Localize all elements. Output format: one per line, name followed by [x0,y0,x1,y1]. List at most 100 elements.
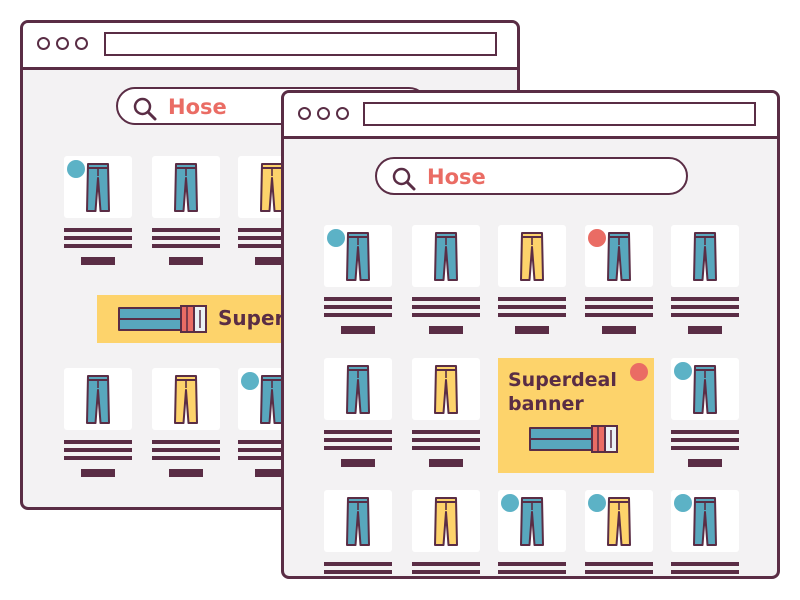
front-banner-line1: Superdeal [508,369,617,391]
front-window-dot-1[interactable] [298,107,311,120]
product-badge [327,229,345,247]
product-thumbnail[interactable] [152,156,220,218]
front-product-card[interactable] [671,225,739,335]
product-thumbnail[interactable] [498,225,566,287]
back-window-dot-1[interactable] [37,37,50,50]
front-search-query: Hose [427,165,486,189]
product-thumbnail[interactable] [412,225,480,287]
product-thumbnail[interactable] [324,358,392,420]
product-title-line [671,446,739,450]
product-title-line [324,305,392,309]
product-title-line [498,578,566,579]
product-title-line [412,578,480,579]
product-title-line [671,570,739,574]
product-badge [501,494,519,512]
product-title-line [671,313,739,317]
product-thumbnail[interactable] [412,490,480,552]
pants-icon [434,365,458,414]
product-thumbnail[interactable] [324,490,392,552]
back-window-dot-2[interactable] [56,37,69,50]
product-title-line [64,440,132,444]
pants-icon [174,375,198,424]
pants-icon [434,497,458,546]
product-thumbnail[interactable] [671,225,739,287]
product-thumbnail[interactable] [671,358,739,420]
pants-icon [693,232,717,281]
product-thumbnail[interactable] [412,358,480,420]
back-title-bar [23,23,517,70]
back-product-card[interactable] [64,156,132,266]
product-title-line [585,297,653,301]
product-title-line [152,456,220,460]
product-price-bar [169,257,203,265]
front-product-card[interactable] [671,490,739,579]
product-title-line [324,430,392,434]
product-title-line [64,228,132,232]
product-title-line [585,562,653,566]
banner-badge [630,363,648,381]
front-window-dot-3[interactable] [336,107,349,120]
front-search-bar[interactable]: Hose [375,157,688,195]
product-thumbnail[interactable] [64,156,132,218]
product-title-line [238,440,306,444]
front-product-card[interactable] [498,225,566,335]
front-product-card[interactable] [585,490,653,579]
product-title-line [498,313,566,317]
pants-icon [174,163,198,212]
search-icon [133,97,157,121]
product-title-line [324,438,392,442]
front-window-dot-2[interactable] [317,107,330,120]
product-title-line [498,305,566,309]
pants-icon [607,232,631,281]
product-title-line [324,313,392,317]
product-thumbnail[interactable] [324,225,392,287]
pants-icon [86,163,110,212]
front-product-card[interactable] [324,358,392,468]
product-thumbnail[interactable] [671,490,739,552]
product-price-bar [341,459,375,467]
back-product-card[interactable] [152,368,220,478]
product-price-bar [688,459,722,467]
product-thumbnail[interactable] [64,368,132,430]
back-superdeal-banner[interactable]: Superdeal banner [97,295,419,343]
product-title-line [64,244,132,248]
product-price-bar [429,326,463,334]
front-product-card[interactable] [324,225,392,335]
front-product-card[interactable] [412,490,480,579]
front-product-card[interactable] [324,490,392,579]
product-badge [241,372,259,390]
product-title-line [498,570,566,574]
product-title-line [238,228,306,232]
front-address-bar[interactable] [363,102,756,126]
back-window-dot-3[interactable] [75,37,88,50]
product-title-line [324,562,392,566]
pants-lying-icon [118,305,207,333]
product-title-line [412,446,480,450]
pants-icon [346,497,370,546]
front-banner-text: Superdeal banner [508,368,617,416]
back-address-bar[interactable] [104,32,497,56]
product-thumbnail[interactable] [152,368,220,430]
front-product-card[interactable] [585,225,653,335]
product-title-line [64,456,132,460]
product-title-line [671,430,739,434]
product-title-line [585,578,653,579]
front-product-card[interactable] [412,358,480,468]
product-thumbnail[interactable] [498,490,566,552]
front-product-card[interactable] [671,358,739,468]
product-title-line [324,578,392,579]
product-thumbnail[interactable] [585,225,653,287]
back-product-card[interactable] [64,368,132,478]
back-product-card[interactable] [152,156,220,266]
product-title-line [585,313,653,317]
front-product-card[interactable] [498,490,566,579]
front-superdeal-banner[interactable]: Superdeal banner [498,358,654,473]
product-title-line [238,236,306,240]
product-title-line [671,578,739,579]
product-price-bar [255,257,289,265]
product-price-bar [81,257,115,265]
product-title-line [671,305,739,309]
pants-icon [86,375,110,424]
front-product-card[interactable] [412,225,480,335]
product-thumbnail[interactable] [585,490,653,552]
